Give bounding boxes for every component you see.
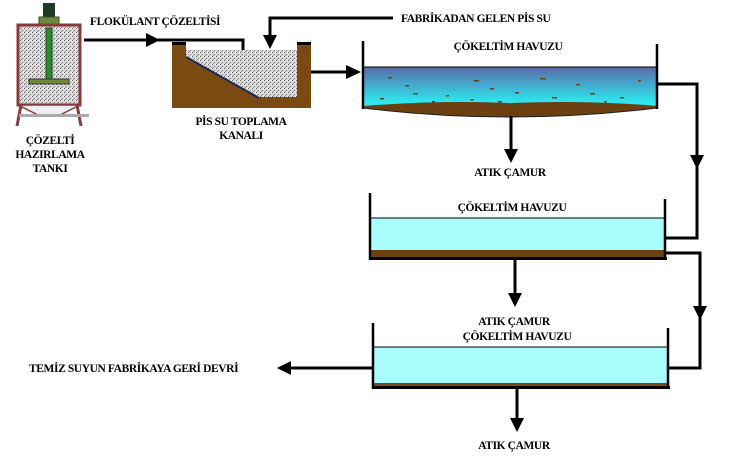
sludge-2-label: ATIK ÇAMUR [478,316,551,328]
settling-pond-2-label: ÇÖKELTİM HAVUZU [458,200,568,214]
settling-pond-1-label: ÇÖKELTİM HAVUZU [454,39,564,53]
channel-body [172,44,311,108]
pond3-base [372,386,670,389]
settling-pond-2 [368,193,667,260]
prep-tank-label-line2: HAZIRLAMA [15,149,85,161]
pond2-water [371,218,665,250]
pond1-sludge [363,102,657,117]
sludge-3-label: ATIK ÇAMUR [478,440,551,452]
recycle-label: TEMİZ SUYUN FABRİKAYA GERİ DEVRİ [29,361,239,375]
sludge-1-label: ATIK ÇAMUR [474,167,547,179]
pond2-to-pond3-line [665,251,702,370]
flocculant-arrowhead [146,33,160,47]
wastewater-collection-channel [172,42,311,108]
pond3-water [374,347,668,383]
pond1-suspended-particles [380,77,641,103]
mixer-motor [43,3,55,18]
recycle-arrowhead [277,361,291,375]
solution-prep-tank [15,3,89,127]
prep-tank-label-line1: ÇÖZELTİ [26,133,75,147]
channel-wastewater [186,50,297,97]
pond1-to-pond2-line [657,82,699,240]
sludge-3-arrowhead [510,418,524,432]
channel-slope-edge [185,56,260,99]
channel-rim-left [172,42,186,45]
settling-pond-3-label: ÇÖKELTİM HAVUZU [463,329,573,343]
pond2-to-pond3-arrowhead [693,306,707,320]
channel-rim-right [297,42,311,45]
channel-label-line1: PİS SU TOPLAMA [195,114,287,128]
pond3-sludge [374,383,668,386]
channel-label-line2: KANALI [219,130,264,142]
channel-to-pond1-arrowhead [346,65,361,79]
pond2-sludge [371,250,665,257]
sludge-1-arrowhead [504,149,518,163]
tank-support-bar [19,114,89,117]
factory-inflow-line [268,16,393,38]
settling-pond-3 [371,323,670,389]
pond1-to-pond2-arrowhead [690,155,704,169]
factory-inflow-label: FABRİKADAN GELEN PİS SU [401,11,551,25]
mixer-coupling [38,16,60,25]
factory-inflow-arrowhead [263,35,277,49]
flocculant-label: FLOKÜLANT ÇÖZELTİSİ [90,14,221,28]
sludge-2-arrowhead [508,293,522,307]
mixer-blade [28,78,70,85]
mixer-shaft [45,27,53,81]
pond2-base [369,257,667,260]
prep-tank-label-line3: TANKI [33,163,69,175]
flocculant-line [84,38,245,50]
